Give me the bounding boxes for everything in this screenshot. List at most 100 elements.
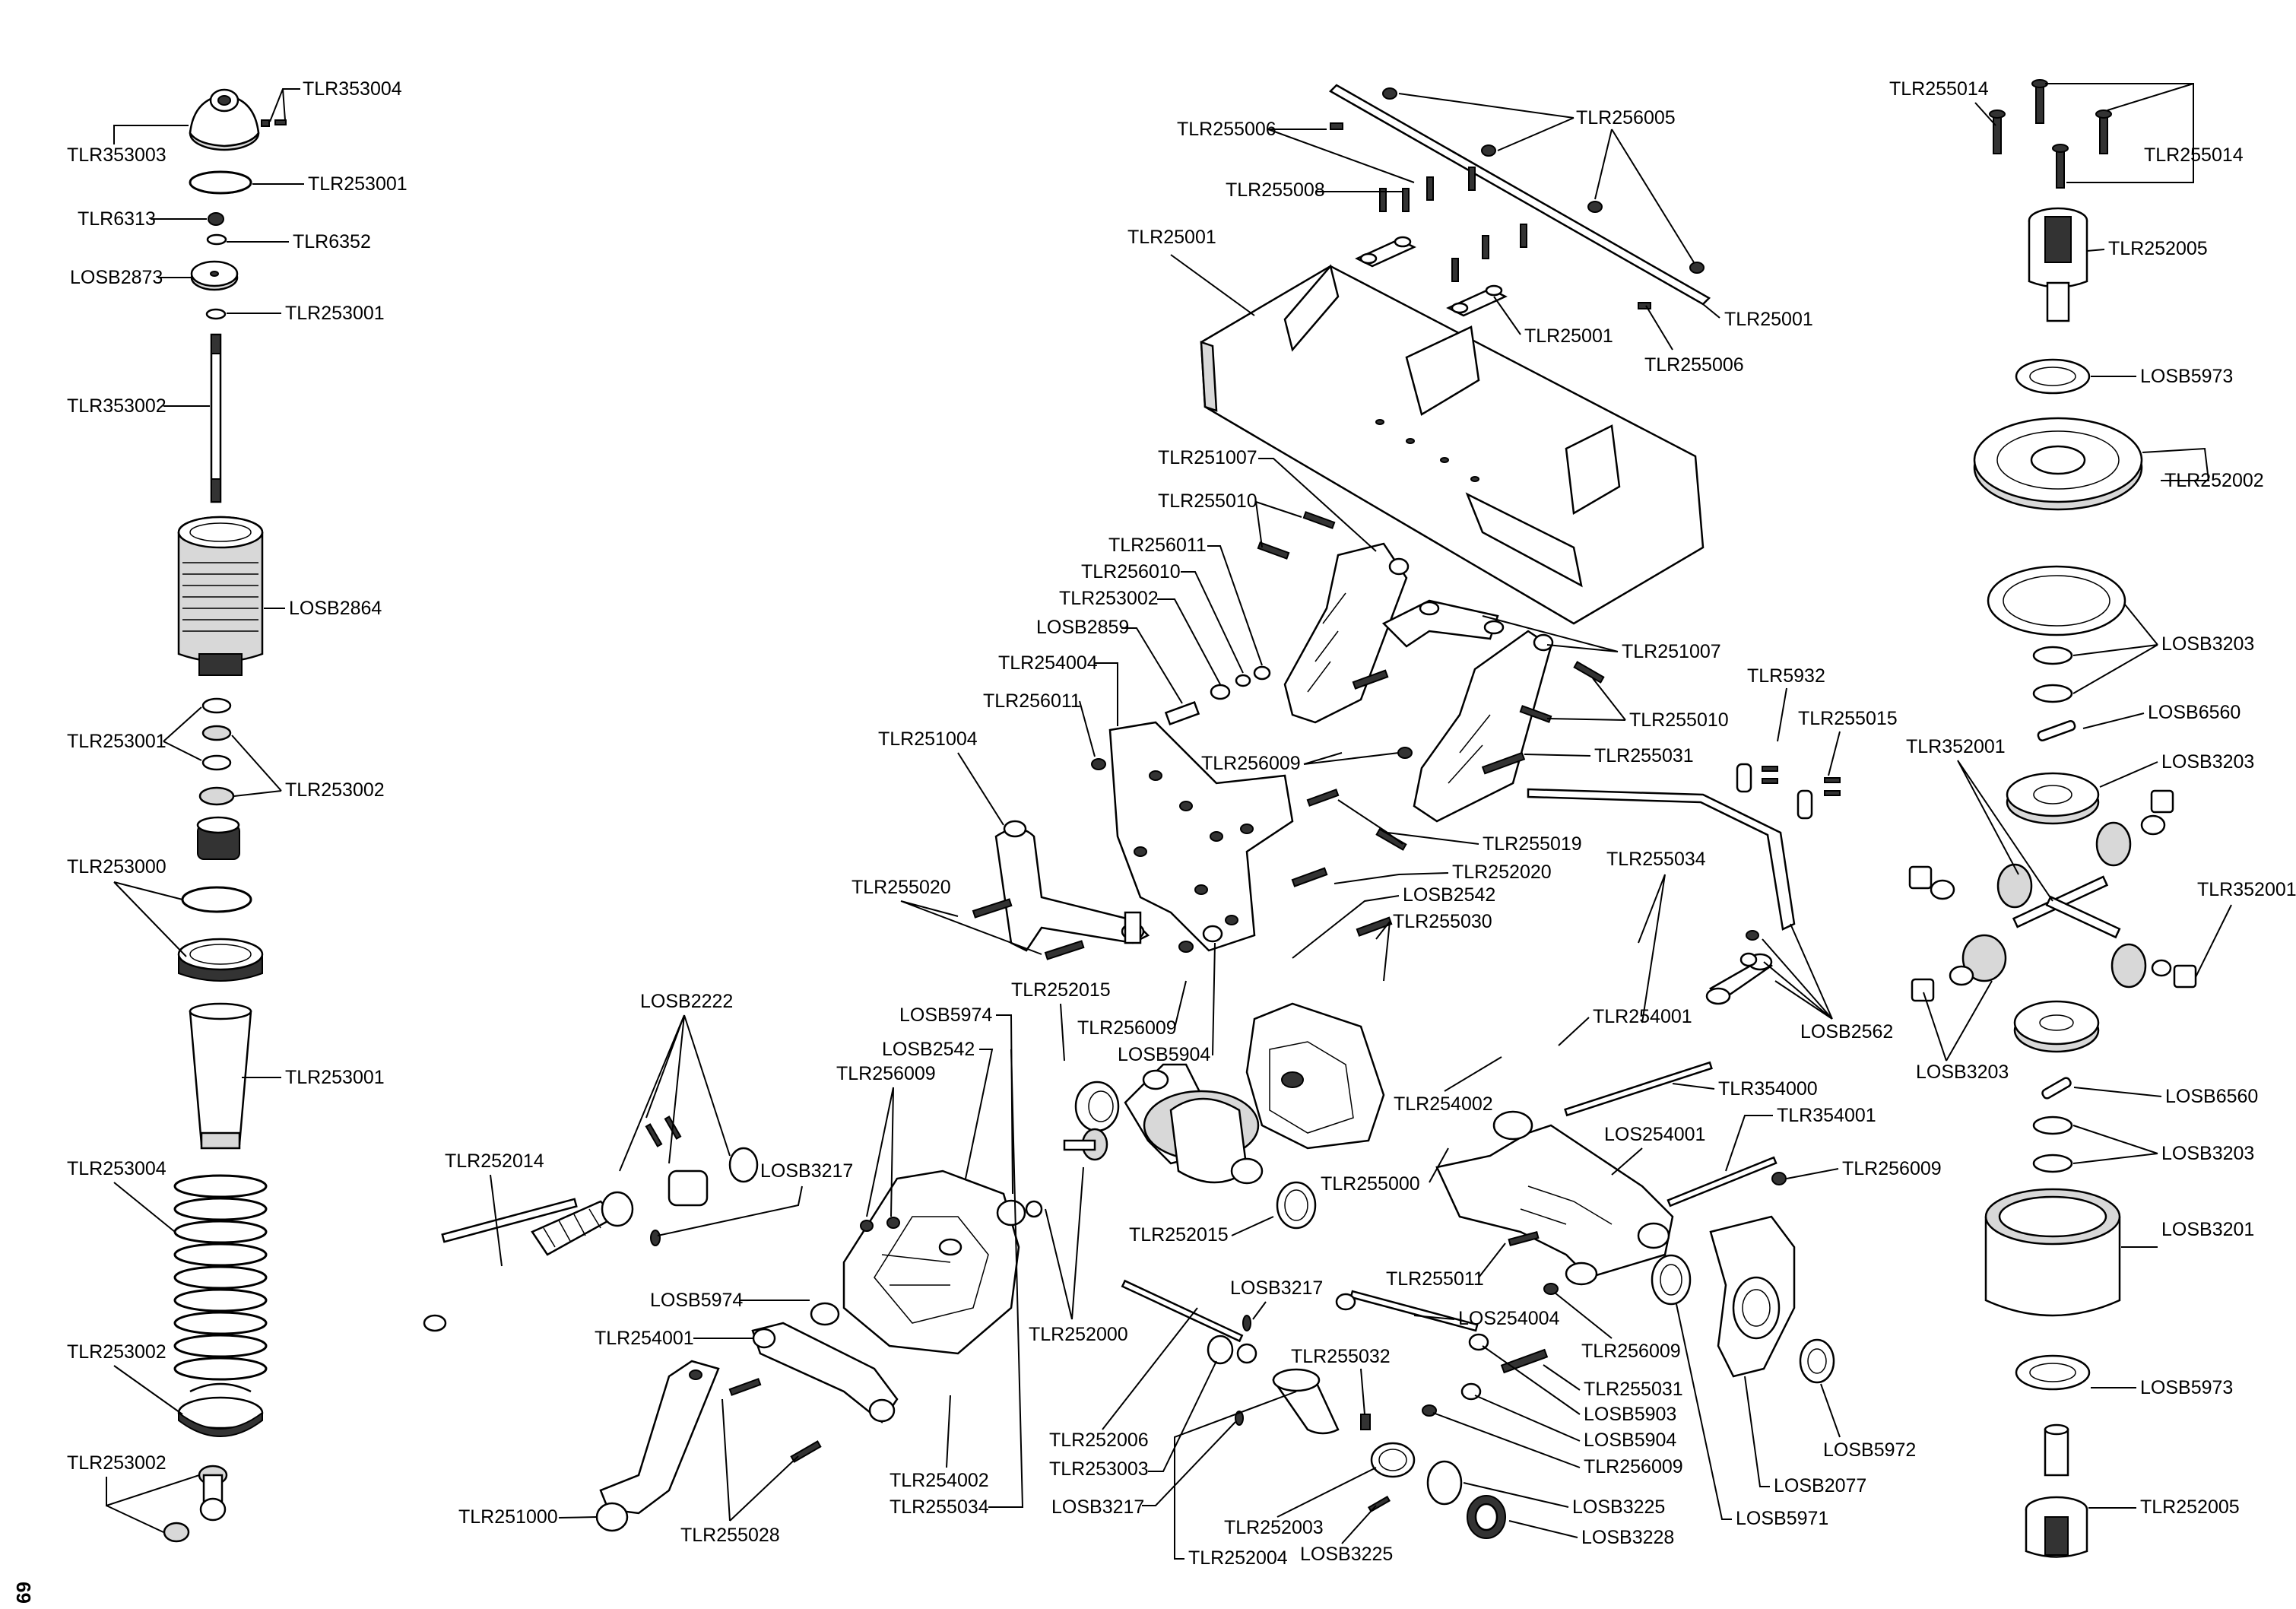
center-driveshaft-part [1121, 1279, 1257, 1365]
shock-assembly [163, 88, 287, 1543]
label-tlr354001: TLR354001 [1777, 1105, 1876, 1126]
label-losb5973: LOSB5973 [2140, 1377, 2233, 1398]
label-tlr255019: TLR255019 [1483, 833, 1582, 855]
wheel-hex-part [1368, 1442, 1506, 1539]
label-losb3203: LOSB3203 [2161, 1143, 2254, 1164]
rear-suspension-arm-part [1435, 1110, 1674, 1286]
label-tlr256009: TLR256009 [1581, 1341, 1681, 1362]
page-number: 69 [12, 1582, 35, 1604]
label-tlr255008: TLR255008 [1226, 179, 1325, 201]
diff-screws-part [1989, 79, 2112, 189]
label-tlr352001: TLR352001 [2197, 879, 2296, 900]
label-losb3217: LOSB3217 [1051, 1496, 1144, 1518]
shim-part [2032, 684, 2073, 703]
wing-mount-left-part [1283, 542, 1410, 724]
label-losb5973: LOSB5973 [2140, 366, 2233, 387]
label-tlr253002: TLR253002 [67, 1452, 166, 1474]
o-ring-part [181, 886, 252, 913]
label-losb2222: LOSB2222 [640, 991, 733, 1012]
outdrive-part [2028, 207, 2088, 322]
label-losb3203: LOSB3203 [2161, 751, 2254, 773]
shock-boot-part [189, 1002, 252, 1150]
sway-bar-part [1527, 788, 1796, 931]
sway-bar-assembly [1527, 763, 1841, 1005]
bushing-part [163, 1522, 190, 1543]
label-tlr353002: TLR353002 [67, 395, 166, 417]
ring-gear-part [1973, 417, 2143, 511]
diff-case-part [1984, 1188, 2121, 1317]
label-losb2859: LOSB2859 [1036, 617, 1129, 638]
label-tlr354000: TLR354000 [1718, 1078, 1818, 1100]
label-losb2542: LOSB2542 [1403, 884, 1495, 906]
label-tlr255030: TLR255030 [1393, 911, 1492, 932]
screw-part [1508, 1230, 1540, 1247]
shock-cartridge-part [196, 816, 240, 860]
label-tlr253001: TLR253001 [285, 1067, 385, 1088]
label-tlr252006: TLR252006 [1049, 1430, 1149, 1451]
label-tlr252014: TLR252014 [445, 1150, 544, 1172]
gearbox-labels: LOSB2542 TLR255030 TLR254001 TLR252015 T… [458, 884, 1818, 1546]
diff-gasket-part [1987, 565, 2126, 636]
screw-part [1044, 940, 1085, 960]
pinion-gear-part [1063, 1128, 1108, 1161]
label-tlr25001: TLR25001 [1724, 309, 1813, 330]
label-losb6560: LOSB6560 [2165, 1086, 2258, 1107]
label-losb2542: LOSB2542 [882, 1039, 975, 1060]
nut-part [1422, 1404, 1437, 1417]
diff-cup-part [1276, 1181, 1317, 1230]
hinge-pin-part [1564, 1061, 1713, 1117]
pin-part [2041, 1077, 2072, 1100]
label-tlr252003: TLR252003 [1224, 1517, 1324, 1538]
diff-cross-pin-part [2012, 875, 2121, 939]
label-losb3225: LOSB3225 [1572, 1496, 1665, 1518]
label-tlr252020: TLR252020 [1452, 862, 1552, 883]
label-tlr352001: TLR352001 [1906, 736, 2006, 757]
bearing-part [810, 1302, 840, 1326]
bearing-part [2015, 1354, 2091, 1391]
label-tlr255032: TLR255032 [1291, 1346, 1391, 1367]
washer-part [205, 308, 227, 320]
piston-part [190, 260, 239, 291]
nut-part [208, 212, 224, 226]
label-losb2864: LOSB2864 [289, 598, 382, 619]
label-tlr255010: TLR255010 [1629, 709, 1729, 731]
wing-labels: TLR256005 TLR255006 TLR255008 TLR25001 T… [1127, 93, 1813, 376]
washer-part [1025, 1200, 1043, 1218]
hub-carrier-part [1709, 1215, 1796, 1378]
spring-cup-part [177, 1382, 264, 1437]
label-tlr251007: TLR251007 [1158, 447, 1257, 468]
shock-body-part [177, 516, 264, 676]
label-tlr254001: TLR254001 [1593, 1006, 1692, 1027]
collar-part [177, 938, 264, 982]
label-losb3203: LOSB3203 [2161, 633, 2254, 655]
wing-mount-assembly [972, 511, 1605, 960]
label-tlr255034: TLR255034 [1606, 849, 1706, 870]
label-tlr6352: TLR6352 [293, 231, 371, 252]
label-tlr256011: TLR256011 [1108, 535, 1207, 556]
label-tlr353003: TLR353003 [67, 144, 166, 166]
label-tlr25001: TLR25001 [1524, 325, 1613, 347]
shock-labels: TLR353004 TLR353003 TLR253001 TLR6313 TL… [67, 78, 408, 1533]
wing-assembly [1200, 84, 1711, 625]
rear-wing-part [1200, 264, 1705, 625]
screws-part [1330, 87, 1705, 309]
axle-part [1235, 1368, 1371, 1435]
label-tlr353004: TLR353004 [303, 78, 402, 100]
label-losb5904: LOSB5904 [1584, 1430, 1676, 1451]
label-tlr252004: TLR252004 [1188, 1547, 1288, 1569]
sway-bar-link-part [1705, 930, 1773, 1005]
bearing-part [1651, 1254, 1692, 1306]
gearbox-front-part [842, 1169, 1020, 1355]
washer-part [206, 233, 227, 246]
shim-part [2032, 1154, 2073, 1173]
label-tlr255006: TLR255006 [1644, 354, 1744, 376]
label-tlr255000: TLR255000 [1321, 1173, 1420, 1195]
label-losb6560: LOSB6560 [2148, 702, 2241, 723]
label-tlr252015: TLR252015 [1011, 979, 1111, 1001]
bearing-part [1074, 1081, 1120, 1132]
label-tlr253001: TLR253001 [308, 173, 408, 195]
label-tlr255020: TLR255020 [851, 877, 951, 898]
label-tlr252005: TLR252005 [2108, 238, 2208, 259]
label-losb5903: LOSB5903 [1584, 1404, 1676, 1425]
turnbuckle-part [1335, 1290, 1489, 1351]
